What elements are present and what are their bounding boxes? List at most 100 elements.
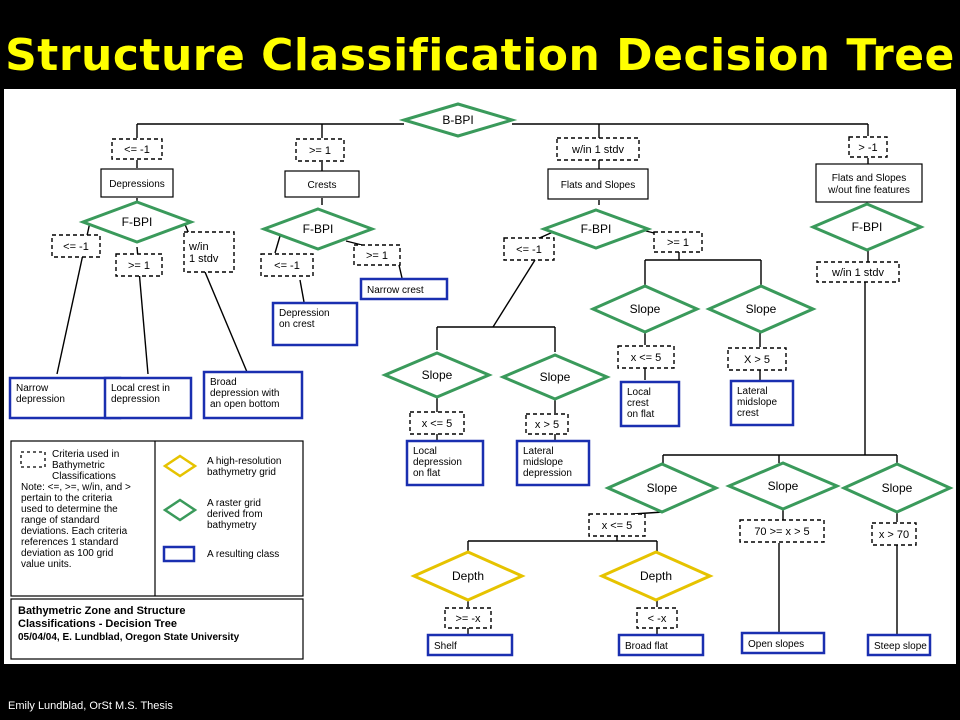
criteria-box bbox=[295, 138, 345, 162]
result-box bbox=[405, 439, 485, 487]
result-box bbox=[515, 439, 591, 487]
fb3-ge-criteria: >= 1 bbox=[653, 231, 703, 253]
criteria-box bbox=[636, 607, 678, 629]
criteria-box bbox=[525, 413, 569, 435]
raster-grid-diamond bbox=[381, 351, 493, 399]
steep-slope-label: Steep slope bbox=[874, 641, 927, 652]
criteria-box bbox=[588, 513, 646, 537]
raster-grid-diamond bbox=[705, 284, 817, 334]
flats-slopes-node: Flats and Slopes bbox=[547, 168, 649, 200]
fbpi1-node: F-BPI bbox=[78, 200, 196, 244]
slope-e-label: Slope bbox=[647, 481, 678, 495]
depth-b-node: Depth bbox=[598, 550, 714, 602]
criteria-box bbox=[617, 345, 675, 369]
depth-a-node: Depth bbox=[410, 550, 526, 602]
fb4-win-label: w/in 1 stdv bbox=[831, 267, 884, 279]
slide-title: Structure Classification Decision Tree bbox=[5, 30, 955, 81]
fb1-ge-label: >= 1 bbox=[128, 260, 150, 272]
da-crit-criteria: >= -x bbox=[444, 607, 492, 629]
raster-grid-diamond bbox=[725, 461, 841, 511]
crest-crit-criteria: >= 1 bbox=[295, 138, 345, 162]
raster-grid-diamond bbox=[604, 462, 720, 514]
gt-crit-label: > -1 bbox=[858, 142, 877, 154]
criteria-box bbox=[727, 347, 787, 371]
result-box bbox=[426, 633, 514, 657]
raster-grid-diamond bbox=[499, 353, 611, 401]
legend-result-swatch bbox=[162, 545, 196, 563]
criteria-box bbox=[503, 237, 555, 261]
sd-crit-criteria: X > 5 bbox=[727, 347, 787, 371]
fb4-win-criteria: w/in 1 stdv bbox=[816, 261, 900, 283]
narrow-crest-result-class: Narrow crest bbox=[359, 277, 449, 301]
sg-crit-label: x > 70 bbox=[879, 529, 909, 541]
sc-crit-label: x <= 5 bbox=[631, 352, 662, 364]
result-box bbox=[740, 631, 826, 655]
open-slopes-label: Open slopes bbox=[748, 639, 804, 650]
category-box bbox=[547, 168, 649, 200]
gt-crit-criteria: > -1 bbox=[848, 136, 888, 158]
criteria-box bbox=[556, 137, 640, 161]
legend-result-text: A resulting class bbox=[207, 549, 279, 560]
legend-box bbox=[10, 440, 304, 597]
legend-raster-diamond bbox=[162, 498, 198, 522]
depth-b-label: Depth bbox=[640, 569, 672, 583]
depressions-label: Depressions bbox=[109, 179, 165, 190]
flats-slopes-label: Flats and Slopes bbox=[561, 180, 636, 191]
root-label: B-BPI bbox=[442, 113, 473, 127]
slope-c-label: Slope bbox=[630, 302, 661, 316]
slope-g-label: Slope bbox=[882, 481, 913, 495]
fb2-ge-label: >= 1 bbox=[366, 250, 388, 262]
sb-crit-label: x > 5 bbox=[535, 419, 559, 431]
slope-e-node: Slope bbox=[604, 462, 720, 514]
category-box bbox=[815, 163, 923, 203]
depressions-node: Depressions bbox=[100, 168, 174, 198]
category-box bbox=[284, 170, 360, 198]
slope-b-node: Slope bbox=[499, 353, 611, 401]
criteria-box bbox=[260, 253, 314, 277]
sa-crit-label: x <= 5 bbox=[422, 418, 453, 430]
fb3-le-label: <= -1 bbox=[516, 244, 542, 256]
criteria-box bbox=[739, 519, 825, 543]
steep-slope-result-class: Steep slope bbox=[866, 633, 932, 657]
result-box bbox=[729, 379, 795, 427]
info-box bbox=[10, 598, 304, 660]
fbpi2-node: F-BPI bbox=[259, 207, 377, 251]
slope-a-node: Slope bbox=[381, 351, 493, 399]
slope-f-node: Slope bbox=[725, 461, 841, 511]
flat-crit-criteria: w/in 1 stdv bbox=[556, 137, 640, 161]
shelf-label: Shelf bbox=[434, 641, 457, 652]
slope-b-label: Slope bbox=[540, 370, 571, 384]
criteria-box bbox=[111, 138, 163, 160]
info-title-line2: Classifications - Decision Tree bbox=[18, 618, 177, 630]
criteria-box bbox=[51, 234, 101, 258]
sb-crit-criteria: x > 5 bbox=[525, 413, 569, 435]
fbpi3-label: F-BPI bbox=[581, 222, 612, 236]
result-box bbox=[271, 301, 359, 347]
slope-g-node: Slope bbox=[840, 462, 954, 514]
crests-label: Crests bbox=[308, 180, 337, 191]
dep-crit-criteria: <= -1 bbox=[111, 138, 163, 160]
criteria-box bbox=[115, 253, 163, 277]
criteria-box bbox=[653, 231, 703, 253]
open-slopes-result-class: Open slopes bbox=[740, 631, 826, 655]
fb3-le-criteria: <= -1 bbox=[503, 237, 555, 261]
result-box bbox=[617, 633, 705, 657]
fb2-le-label: <= -1 bbox=[274, 260, 300, 272]
db-crit-criteria: < -x bbox=[636, 607, 678, 629]
sc-crit-criteria: x <= 5 bbox=[617, 345, 675, 369]
info-title-line1: Bathymetric Zone and Structure bbox=[18, 605, 185, 617]
